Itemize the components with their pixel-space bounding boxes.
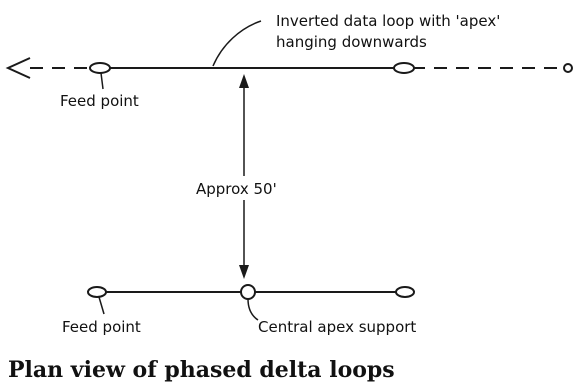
direction-arrow-icon	[5, 57, 31, 79]
central-support-label: Central apex support	[258, 318, 416, 336]
spacing-arrow-down-icon	[239, 265, 249, 279]
spacing-dimension	[236, 74, 252, 279]
lower-right-insulator-icon	[395, 286, 415, 298]
lower-loop	[87, 284, 415, 321]
lower-feed-insulator-icon	[87, 286, 107, 298]
lower-feed-leader	[98, 296, 105, 315]
upper-feed-insulator-icon	[89, 62, 111, 74]
figure-caption: Plan view of phased delta loops	[8, 357, 395, 383]
spacing-label: Approx 50'	[196, 180, 277, 198]
upper-loop-note-line1: Inverted data loop with 'apex'	[276, 12, 500, 30]
end-ring-icon	[563, 63, 573, 73]
upper-right-insulator-icon	[393, 62, 415, 74]
lower-feed-point-label: Feed point	[62, 318, 141, 336]
upper-feed-point-label: Feed point	[60, 92, 139, 110]
upper-loop	[5, 20, 573, 90]
central-support-leader	[247, 298, 259, 321]
upper-feed-leader	[100, 72, 104, 90]
upper-loop-note-line2: hanging downwards	[276, 33, 427, 51]
central-support-ring-icon	[240, 284, 256, 300]
note-leader-line	[212, 20, 262, 67]
spacing-arrow-up-icon	[239, 74, 249, 88]
